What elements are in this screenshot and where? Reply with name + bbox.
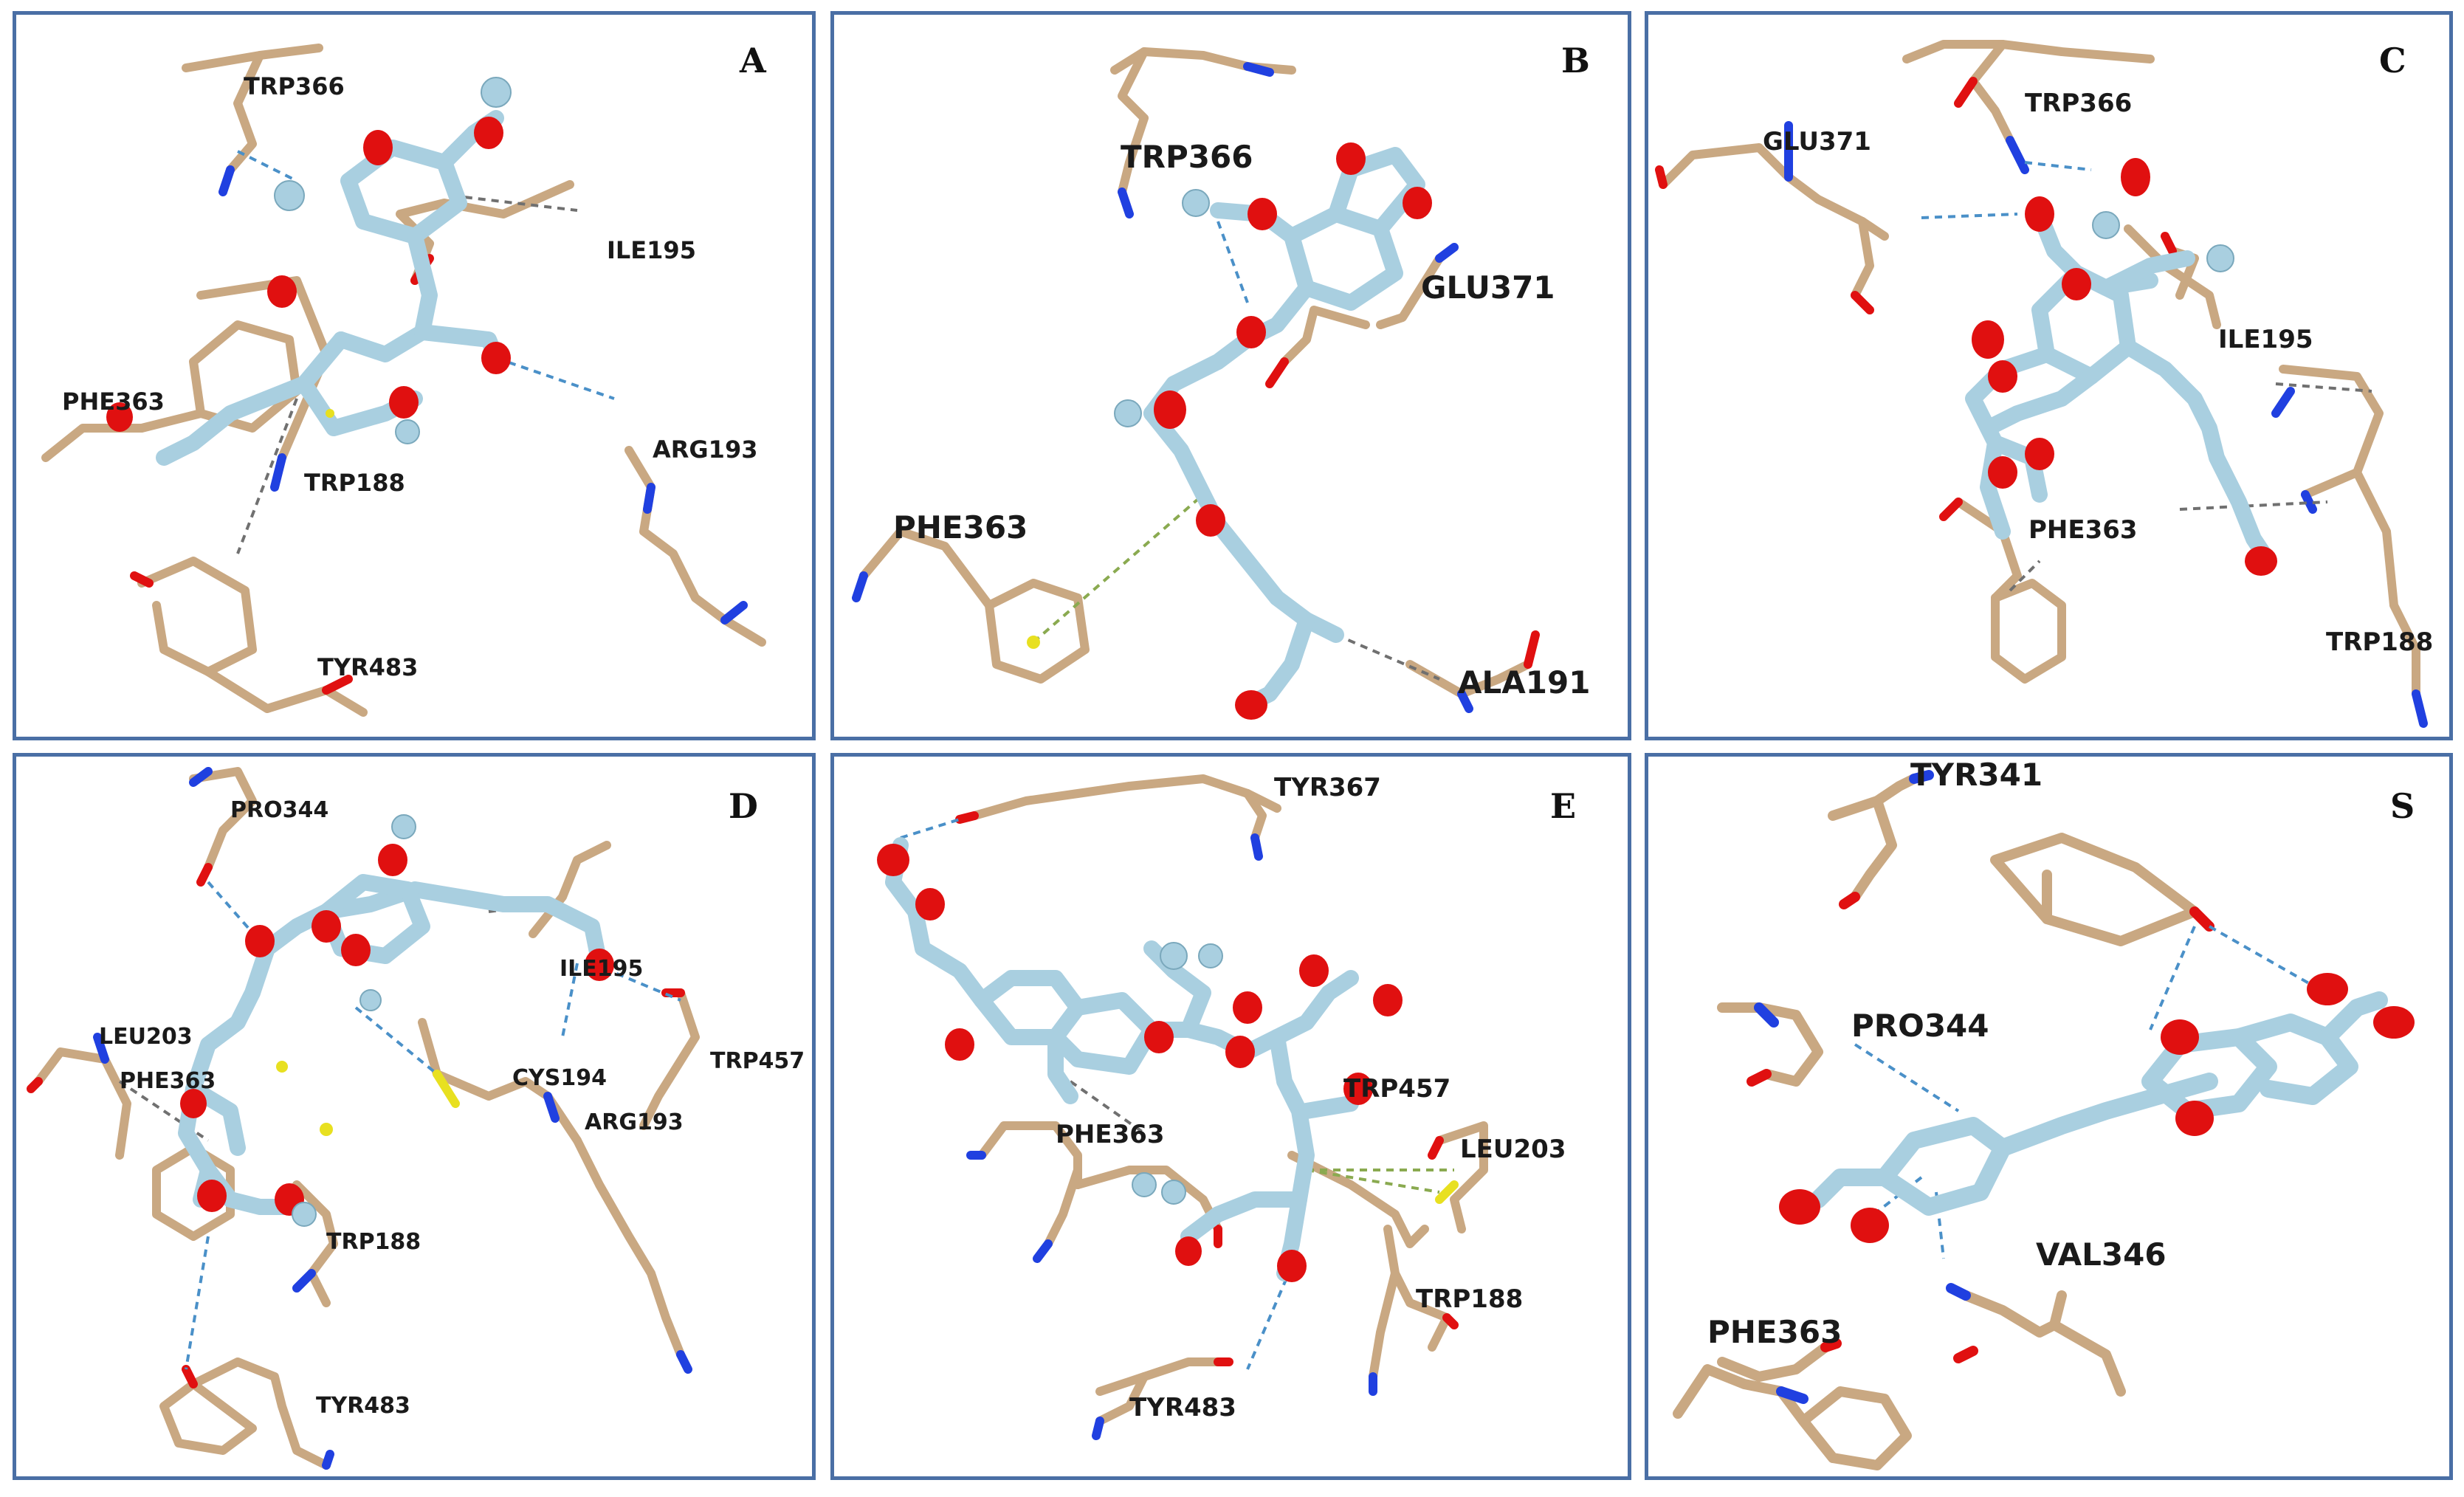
panel-a-letter: A	[740, 41, 766, 80]
label-phe363: PHE363	[1056, 1120, 1165, 1149]
label-trp188: TRP188	[1416, 1284, 1524, 1314]
panel-b-structure	[852, 47, 1540, 720]
label-tyr483: TYR483	[316, 1393, 410, 1419]
label-trp188: TRP188	[326, 1229, 421, 1255]
panel-b-letter: B	[1561, 41, 1590, 80]
label-cys194: CYS194	[512, 1065, 607, 1091]
label-trp457: TRP457	[1343, 1074, 1451, 1104]
panel-a-structure	[41, 44, 766, 717]
label-leu203: LEU203	[1460, 1135, 1566, 1164]
label-tyr483: TYR483	[317, 653, 419, 681]
label-leu203: LEU203	[99, 1024, 193, 1050]
label-arg193: ARG193	[585, 1109, 684, 1135]
panel-d-structure	[27, 767, 700, 1470]
label-trp366: TRP366	[2025, 89, 2133, 118]
panel-c-letter: C	[2379, 41, 2406, 80]
panel-b: B TRP366 GLU371 PHE363 ALA191	[830, 11, 1631, 740]
label-phe363: PHE363	[2028, 515, 2138, 545]
label-tyr483: TYR483	[1129, 1393, 1236, 1422]
label-phe363: PHE363	[62, 388, 165, 416]
panel-c: C GLU371 TRP366 ILE195 PHE363 TRP188	[1645, 11, 2453, 740]
label-pro344: PRO344	[230, 797, 329, 823]
label-trp457: TRP457	[710, 1048, 805, 1074]
panel-a: A TRP366 ILE195 PHE363 ARG193 TRP188 TYR…	[13, 11, 816, 740]
panel-c-structure	[1655, 40, 2428, 728]
label-ile195: ILE195	[560, 956, 644, 982]
panel-d-letter: D	[729, 786, 758, 826]
panel-s: S TYR341 PRO344 VAL346 PHE363	[1645, 753, 2453, 1480]
label-phe363: PHE363	[120, 1068, 216, 1094]
panel-s-letter: S	[2390, 786, 2415, 826]
label-pro344: PRO344	[1851, 1008, 1989, 1044]
label-arg193: ARG193	[653, 436, 758, 464]
label-ile195: ILE195	[2218, 325, 2313, 354]
label-trp188: TRP188	[2326, 627, 2434, 657]
label-trp366: TRP366	[1121, 139, 1253, 175]
label-trp188: TRP188	[304, 469, 405, 497]
panel-e-letter: E	[1550, 786, 1577, 826]
label-glu371: GLU371	[1421, 269, 1555, 306]
panel-s-structure	[1673, 770, 2415, 1470]
label-phe363: PHE363	[893, 509, 1028, 546]
label-ile195: ILE195	[607, 236, 696, 264]
label-tyr341: TYR341	[1910, 757, 2043, 793]
label-glu371: GLU371	[1763, 127, 1871, 156]
panel-e-structure	[877, 774, 1488, 1440]
label-trp366: TRP366	[244, 72, 345, 100]
panel-d: D PRO344 ILE195 LEU203 PHE363 CYS194 TRP…	[13, 753, 816, 1480]
label-val346: VAL346	[2036, 1236, 2167, 1273]
label-phe363: PHE363	[1707, 1314, 1842, 1350]
label-ala191: ALA191	[1458, 664, 1591, 701]
label-tyr367: TYR367	[1274, 773, 1381, 802]
panel-e: E TYR367 PHE363 TRP457 LEU203 TRP188 TYR…	[830, 753, 1631, 1480]
